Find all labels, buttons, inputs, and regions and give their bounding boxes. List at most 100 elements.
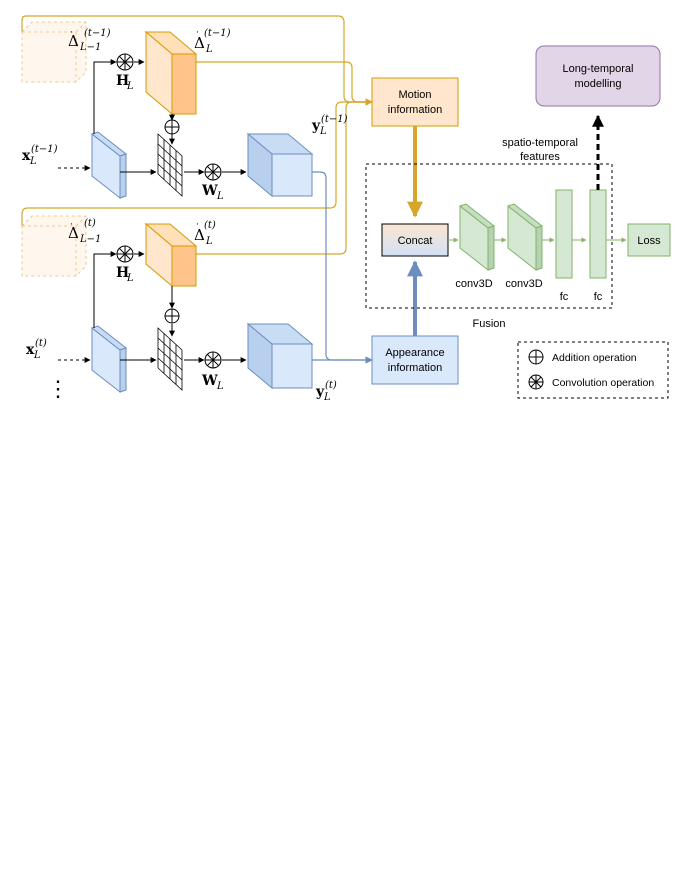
svg-text:·: · bbox=[70, 220, 73, 230]
svg-text:x: x bbox=[22, 148, 31, 164]
label-x-bottom: x L (t) bbox=[26, 338, 47, 361]
svg-text:Loss: Loss bbox=[637, 235, 661, 247]
features-label-line2: features bbox=[520, 151, 560, 163]
prev-delta-cube-top bbox=[21, 21, 87, 83]
svg-text:L: L bbox=[205, 44, 213, 55]
label-w-bottom: W L bbox=[201, 373, 224, 392]
appearance-info-line1: Appearance bbox=[385, 347, 444, 359]
svg-text:L: L bbox=[33, 350, 41, 361]
svg-text:Δ: Δ bbox=[194, 226, 205, 244]
svg-text:L−1: L−1 bbox=[79, 234, 101, 245]
motion-info-line2: information bbox=[388, 104, 442, 116]
features-label-line1: spatio-temporal bbox=[502, 137, 578, 149]
svg-text:(t): (t) bbox=[204, 220, 216, 231]
label-prev-delta-bottom: · Δ L−1 (t) bbox=[68, 218, 101, 245]
motion-info-line1: Motion bbox=[398, 89, 431, 101]
fc-label-1: fc bbox=[560, 291, 569, 303]
legend-conv-icon bbox=[528, 374, 544, 390]
svg-text:L: L bbox=[29, 156, 37, 167]
svg-text:H: H bbox=[116, 265, 129, 281]
label-prev-delta-top: · Δ L−1 (t−1) bbox=[68, 28, 111, 53]
label-delta-bottom: · Δ L (t) bbox=[194, 220, 216, 247]
appearance-info-line2: information bbox=[388, 362, 442, 374]
svg-text:W: W bbox=[201, 373, 218, 389]
svg-text:Concat: Concat bbox=[398, 235, 433, 247]
fc-label-2: fc bbox=[594, 291, 603, 303]
label-w-top: W L bbox=[201, 183, 224, 202]
conv3d-label-1: conv3D bbox=[455, 278, 492, 290]
output-cube-bottom bbox=[246, 322, 314, 390]
svg-text:Δ: Δ bbox=[68, 224, 79, 242]
svg-text:·: · bbox=[70, 28, 73, 38]
svg-text:L: L bbox=[126, 81, 134, 92]
input-slab-top bbox=[90, 131, 128, 200]
long-temporal-box: Long-temporal modelling bbox=[535, 45, 661, 107]
svg-text:L: L bbox=[319, 126, 327, 137]
svg-text:L−1: L−1 bbox=[79, 42, 101, 53]
loss-box: Loss bbox=[627, 223, 671, 257]
legend-box bbox=[517, 341, 669, 399]
fusion-region bbox=[365, 163, 613, 309]
svg-text:L: L bbox=[216, 381, 224, 392]
conv-op-h-top bbox=[116, 53, 134, 71]
input-slab-bottom bbox=[90, 325, 128, 394]
svg-text:Δ: Δ bbox=[68, 32, 79, 50]
flow-arrows-bottom bbox=[58, 251, 247, 363]
legend-conv-label: Convolution operation bbox=[552, 377, 654, 389]
svg-text:H: H bbox=[116, 73, 129, 89]
svg-text:W: W bbox=[201, 183, 218, 199]
appearance-feed-lines bbox=[312, 171, 373, 364]
svg-text:y: y bbox=[315, 384, 325, 400]
svg-text:·: · bbox=[196, 28, 199, 38]
svg-text:y: y bbox=[311, 118, 321, 134]
svg-text:(t): (t) bbox=[84, 218, 96, 229]
svg-text:(t−1): (t−1) bbox=[31, 144, 58, 155]
conv-op-h-bottom bbox=[116, 245, 134, 263]
legend-add-label: Addition operation bbox=[552, 352, 637, 364]
output-cube-top bbox=[246, 132, 314, 198]
conv-op-w-bottom bbox=[204, 351, 222, 369]
conv3d-block-2 bbox=[506, 203, 544, 272]
motion-cube-bottom bbox=[144, 222, 198, 288]
motion-info-box: Motion information bbox=[371, 77, 459, 127]
conv-op-w-top bbox=[204, 163, 222, 181]
svg-text:(t−1): (t−1) bbox=[204, 28, 231, 39]
appearance-info-box: Appearance information bbox=[371, 335, 459, 385]
svg-text:Δ: Δ bbox=[194, 34, 205, 52]
fusion-label: Fusion bbox=[472, 318, 505, 330]
flow-arrows-top bbox=[58, 59, 247, 175]
prev-delta-cube-bottom bbox=[21, 215, 87, 277]
svg-text:L: L bbox=[126, 273, 134, 284]
motion-cube-top bbox=[144, 30, 198, 116]
label-y-bottom: y L (t) bbox=[315, 380, 337, 403]
label-delta-top: · Δ L (t−1) bbox=[194, 28, 231, 55]
svg-text:·: · bbox=[196, 220, 199, 230]
add-op-bottom bbox=[164, 308, 180, 324]
svg-text:(t): (t) bbox=[325, 380, 337, 391]
fc-block-1 bbox=[555, 189, 573, 279]
legend-add-icon bbox=[528, 349, 544, 365]
long-temporal-line1: Long-temporal bbox=[563, 63, 634, 75]
motion-feed-lines bbox=[21, 15, 373, 255]
svg-text:(t): (t) bbox=[35, 338, 47, 349]
svg-text:(t−1): (t−1) bbox=[321, 114, 348, 125]
conv3d-block-1 bbox=[458, 203, 496, 272]
label-x-top: x L (t−1) bbox=[22, 144, 58, 167]
svg-text:(t−1): (t−1) bbox=[84, 28, 111, 39]
deform-grid-bottom bbox=[157, 327, 183, 391]
fc-block-2 bbox=[589, 189, 607, 279]
deform-grid-top bbox=[157, 133, 183, 197]
svg-text:x: x bbox=[26, 342, 35, 358]
label-y-top: y L (t−1) bbox=[311, 114, 348, 137]
svg-text:L: L bbox=[205, 236, 213, 247]
label-h-bottom: H L bbox=[116, 265, 134, 284]
concat-box: Concat bbox=[381, 223, 449, 257]
conv3d-label-2: conv3D bbox=[505, 278, 542, 290]
ellipsis-dots: ⋮ bbox=[47, 377, 69, 402]
svg-text:L: L bbox=[323, 392, 331, 403]
svg-text:L: L bbox=[216, 191, 224, 202]
add-op-top bbox=[164, 119, 180, 135]
long-temporal-line2: modelling bbox=[574, 78, 621, 90]
